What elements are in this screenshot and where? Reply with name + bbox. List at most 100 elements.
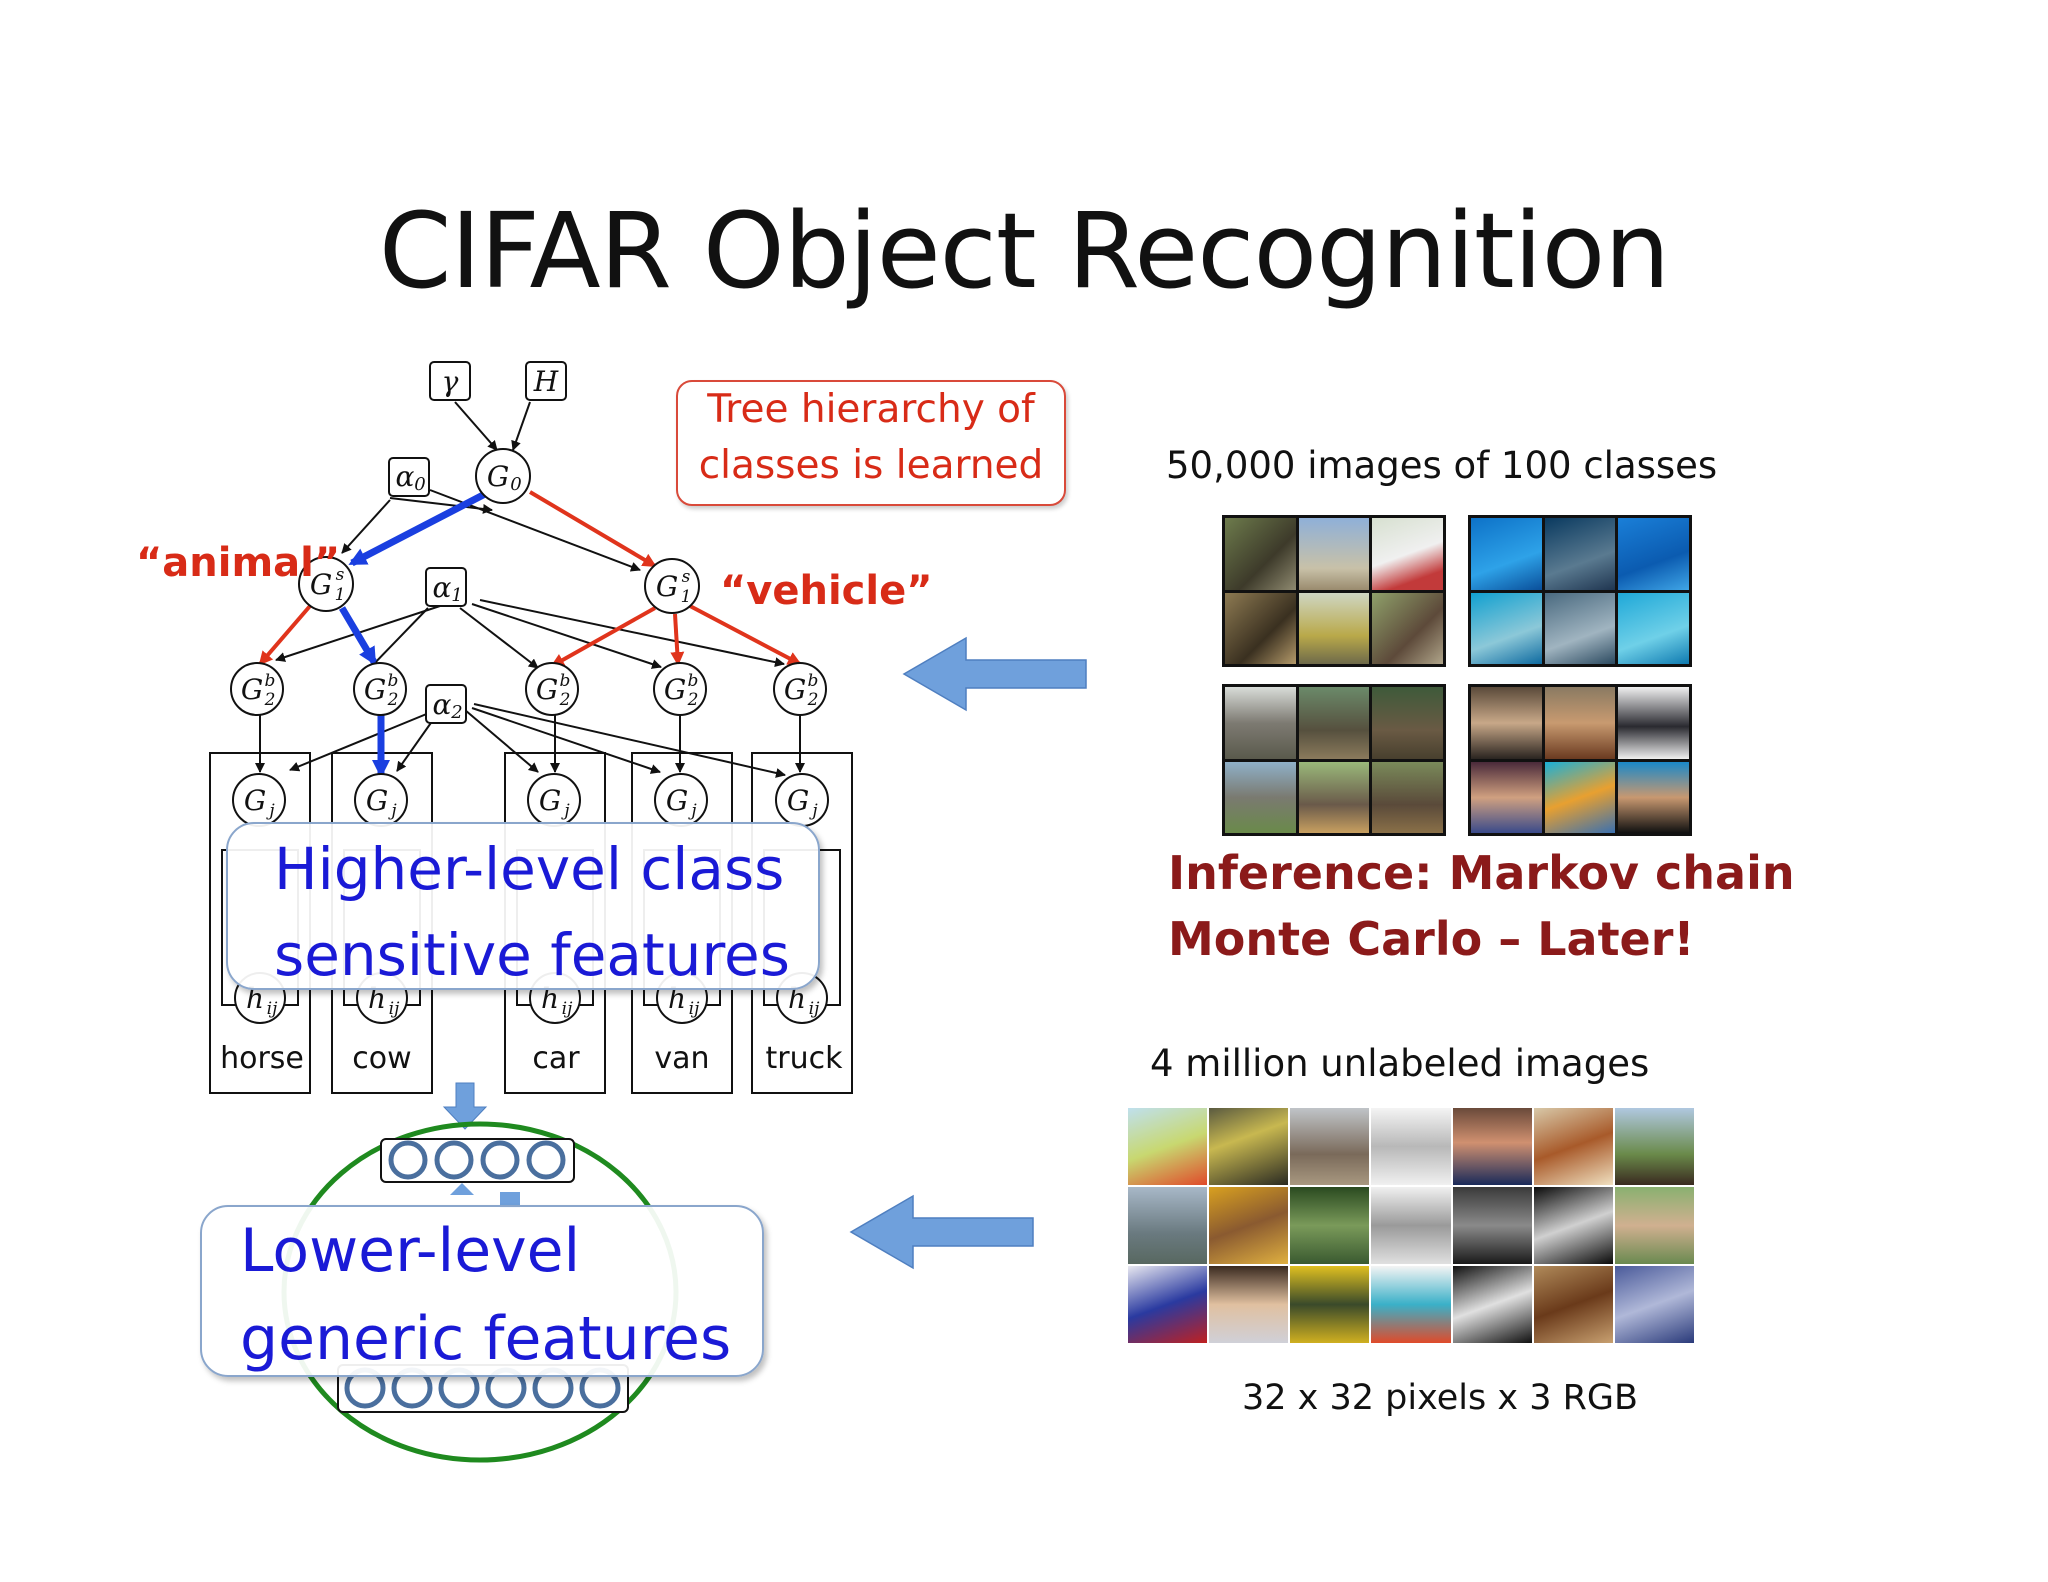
svg-text:G: G [536,673,558,706]
alpha1-label: α [433,571,452,604]
H-label: H [533,365,559,398]
svg-text:ij: ij [562,999,573,1019]
svg-text:G: G [244,784,266,817]
random-measure-nodes [230,448,829,1024]
inference-note: Inference: Markov chain Monte Carlo – La… [1168,840,1795,972]
inference-line2: Monte Carlo – Later! [1168,912,1695,966]
unlabeled-thumbnails [1128,1108,1694,1343]
alpha2-label: α [433,688,452,721]
svg-text:2: 2 [687,690,699,710]
inference-line1: Inference: Markov chain [1168,846,1795,900]
svg-text:1: 1 [451,585,462,606]
svg-text:b: b [808,671,819,691]
higher-level-callout: Higher-level class sensitive features [226,822,820,990]
svg-text:G: G [787,784,809,817]
G1-vehicle-label: G [656,570,678,603]
svg-text:2: 2 [450,702,462,723]
svg-text:s: s [682,567,691,587]
G0-label: G [487,460,509,493]
svg-text:h: h [368,982,386,1015]
dolphin-thumbnails [1468,515,1692,667]
G0-node [475,448,531,504]
unlabeled-images-caption: 4 million unlabeled images [1150,1042,1650,1085]
alpha2-node [425,684,467,724]
svg-text:2: 2 [807,690,819,710]
higher-callout-line2: sensitive features [274,921,790,989]
G2-node-2 [353,662,407,716]
G2-node-5 [773,662,827,716]
svg-text:ij: ij [689,999,700,1019]
tree-callout-line2: classes is learned [698,443,1044,488]
class-label-cow: cow [352,1041,411,1076]
svg-text:1: 1 [681,587,692,607]
pixels-caption: 32 x 32 pixels x 3 RGB [1242,1378,1639,1418]
svg-text:h: h [246,982,264,1015]
svg-text:j: j [387,801,397,821]
svg-text:G: G [666,784,688,817]
svg-text:b: b [688,671,699,691]
alpha0-label: α [396,460,415,493]
bicycle-thumbnails [1222,515,1446,667]
vehicle-label: “vehicle” [720,568,933,614]
svg-text:j: j [687,801,697,821]
labeled-images-caption: 50,000 images of 100 classes [1166,444,1718,487]
class-label-truck: truck [766,1041,844,1076]
svg-text:j: j [265,801,275,821]
animal-label: “animal” [136,540,341,586]
svg-text:b: b [265,671,276,691]
svg-text:h: h [541,982,559,1015]
lower-callout-line1: Lower-level [240,1216,581,1286]
svg-text:h: h [788,982,806,1015]
lower-callout-line2: generic features [240,1304,732,1374]
people-thumbnails [1468,684,1692,836]
class-label-van: van [654,1041,709,1076]
svg-text:0: 0 [510,474,521,495]
svg-text:ij: ij [389,999,400,1019]
H-node [525,361,567,401]
slide-title: CIFAR Object Recognition [378,190,1670,312]
svg-text:1: 1 [335,585,346,605]
gamma-label: γ [442,365,459,398]
svg-text:G: G [364,673,386,706]
svg-text:s: s [336,565,345,585]
svg-text:ij: ij [809,999,820,1019]
svg-text:0: 0 [414,474,425,495]
class-label-car: car [532,1041,580,1076]
svg-text:G: G [366,784,388,817]
G1-animal-label: G [310,568,332,601]
gamma-node [429,361,471,401]
svg-text:2: 2 [264,690,276,710]
svg-text:2: 2 [387,690,399,710]
down-arrow [442,1082,488,1130]
alpha1-node [425,567,467,607]
tree-hierarchy-callout: Tree hierarchy of classes is learned [676,380,1066,506]
top-layer-box [380,1138,575,1183]
top-layer-units [388,1140,566,1180]
G2-node-1 [230,662,284,716]
svg-text:ij: ij [267,999,278,1019]
red-edges [258,490,802,668]
svg-text:G: G [539,784,561,817]
svg-text:h: h [668,982,686,1015]
left-arrow-unlabeled [849,1194,1034,1270]
class-labels: horse cow car van truck [220,1041,843,1076]
higher-callout-line1: Higher-level class [274,835,785,903]
G2-node-3 [525,662,579,716]
up-arrow [450,1183,474,1195]
G1-animal-node [298,556,354,612]
elephant-thumbnails [1222,684,1446,836]
svg-text:j: j [560,801,570,821]
lower-level-callout: Lower-level generic features [200,1205,764,1377]
class-label-horse: horse [220,1041,304,1076]
alpha0-node [388,457,430,497]
G2-node-4 [653,662,707,716]
svg-text:b: b [560,671,571,691]
left-arrow-labeled [902,636,1087,712]
svg-text:2: 2 [559,690,571,710]
svg-text:G: G [241,673,263,706]
svg-text:j: j [808,801,818,821]
